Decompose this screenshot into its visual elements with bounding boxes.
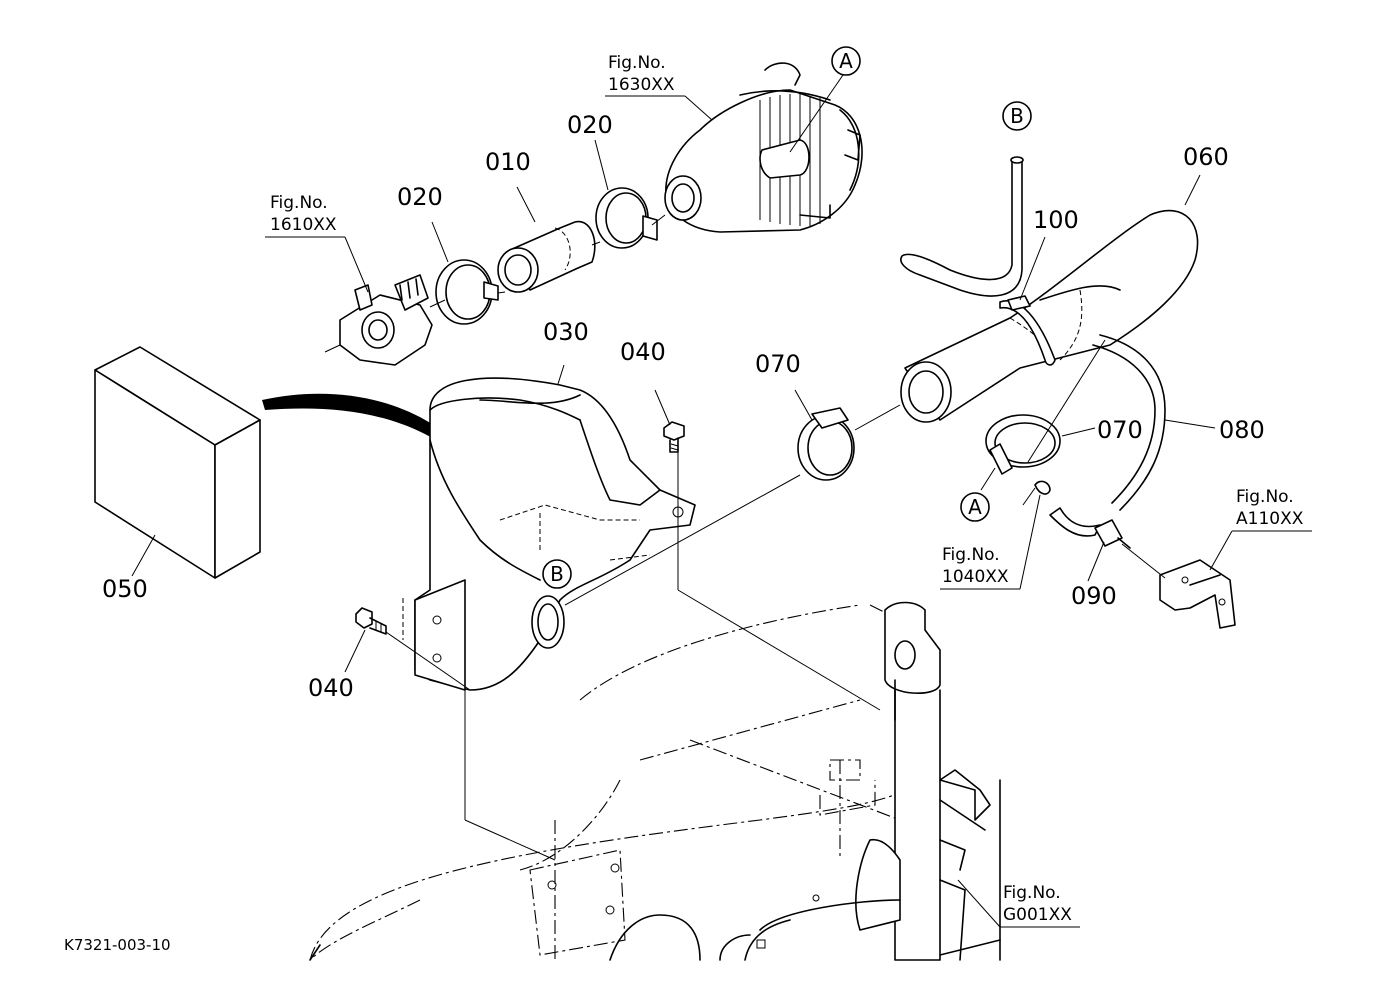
label-040-top: 040 bbox=[620, 338, 666, 366]
svg-text:1610XX: 1610XX bbox=[270, 215, 337, 235]
svg-text:A: A bbox=[968, 495, 982, 519]
label-050: 050 bbox=[102, 575, 148, 603]
svg-text:Fig.No.: Fig.No. bbox=[1236, 487, 1294, 507]
marker-a-top: A bbox=[831, 46, 861, 76]
label-020-right: 020 bbox=[567, 111, 613, 139]
figref-a110: Fig.No. A110XX bbox=[1236, 487, 1304, 529]
label-010: 010 bbox=[485, 148, 531, 176]
label-090: 090 bbox=[1071, 582, 1117, 610]
drawing-code: K7321-003-10 bbox=[64, 936, 171, 954]
label-070-middle: 070 bbox=[755, 350, 801, 378]
svg-text:B: B bbox=[1010, 104, 1024, 128]
part-040-bolt-top bbox=[663, 421, 685, 453]
label-020-left: 020 bbox=[397, 183, 443, 211]
marker-b-top: B bbox=[1002, 101, 1032, 131]
bracket-a110 bbox=[1159, 559, 1236, 629]
svg-text:1630XX: 1630XX bbox=[608, 75, 675, 95]
svg-text:Fig.No.: Fig.No. bbox=[608, 53, 666, 73]
part-040-bolt-left bbox=[355, 607, 387, 635]
label-070-right: 070 bbox=[1097, 416, 1143, 444]
part-070-clamp-middle bbox=[797, 407, 855, 481]
label-030: 030 bbox=[543, 318, 589, 346]
part-050-box bbox=[94, 346, 261, 579]
label-080: 080 bbox=[1219, 416, 1265, 444]
svg-text:A: A bbox=[839, 49, 853, 73]
part-060-hose bbox=[900, 209, 1199, 423]
frame-assembly bbox=[309, 601, 1001, 961]
breather-tube bbox=[900, 156, 1024, 297]
marker-a-clamp: A bbox=[960, 492, 990, 522]
part-020-clamp-left bbox=[435, 259, 499, 325]
svg-text:Fig.No.: Fig.No. bbox=[1003, 883, 1061, 903]
figref-1040: Fig.No. 1040XX bbox=[942, 545, 1009, 587]
svg-text:Fig.No.: Fig.No. bbox=[942, 545, 1000, 565]
svg-text:B: B bbox=[550, 562, 564, 586]
part-100-clamp bbox=[999, 295, 1056, 366]
part-020-clamp-right bbox=[595, 187, 658, 249]
intake-body-assembly bbox=[339, 274, 433, 366]
label-060: 060 bbox=[1183, 143, 1229, 171]
part-090-fitting bbox=[1034, 480, 1131, 549]
figref-g001: Fig.No. G001XX bbox=[1003, 883, 1072, 925]
marker-b-duct: B bbox=[542, 559, 572, 589]
figref-1610: Fig.No. 1610XX bbox=[270, 193, 337, 235]
part-030-duct bbox=[402, 377, 696, 691]
label-100: 100 bbox=[1033, 206, 1079, 234]
svg-text:A110XX: A110XX bbox=[1236, 509, 1304, 529]
figref-1630: Fig.No. 1630XX bbox=[608, 53, 675, 95]
air-cleaner-assembly bbox=[664, 62, 863, 233]
svg-text:G001XX: G001XX bbox=[1003, 905, 1072, 925]
svg-text:Fig.No.: Fig.No. bbox=[270, 193, 328, 213]
svg-text:1040XX: 1040XX bbox=[942, 567, 1009, 587]
label-040-left: 040 bbox=[308, 674, 354, 702]
part-010-hose bbox=[497, 220, 596, 293]
part-070-clamp-right bbox=[985, 414, 1061, 475]
leader-lines bbox=[131, 74, 1312, 928]
